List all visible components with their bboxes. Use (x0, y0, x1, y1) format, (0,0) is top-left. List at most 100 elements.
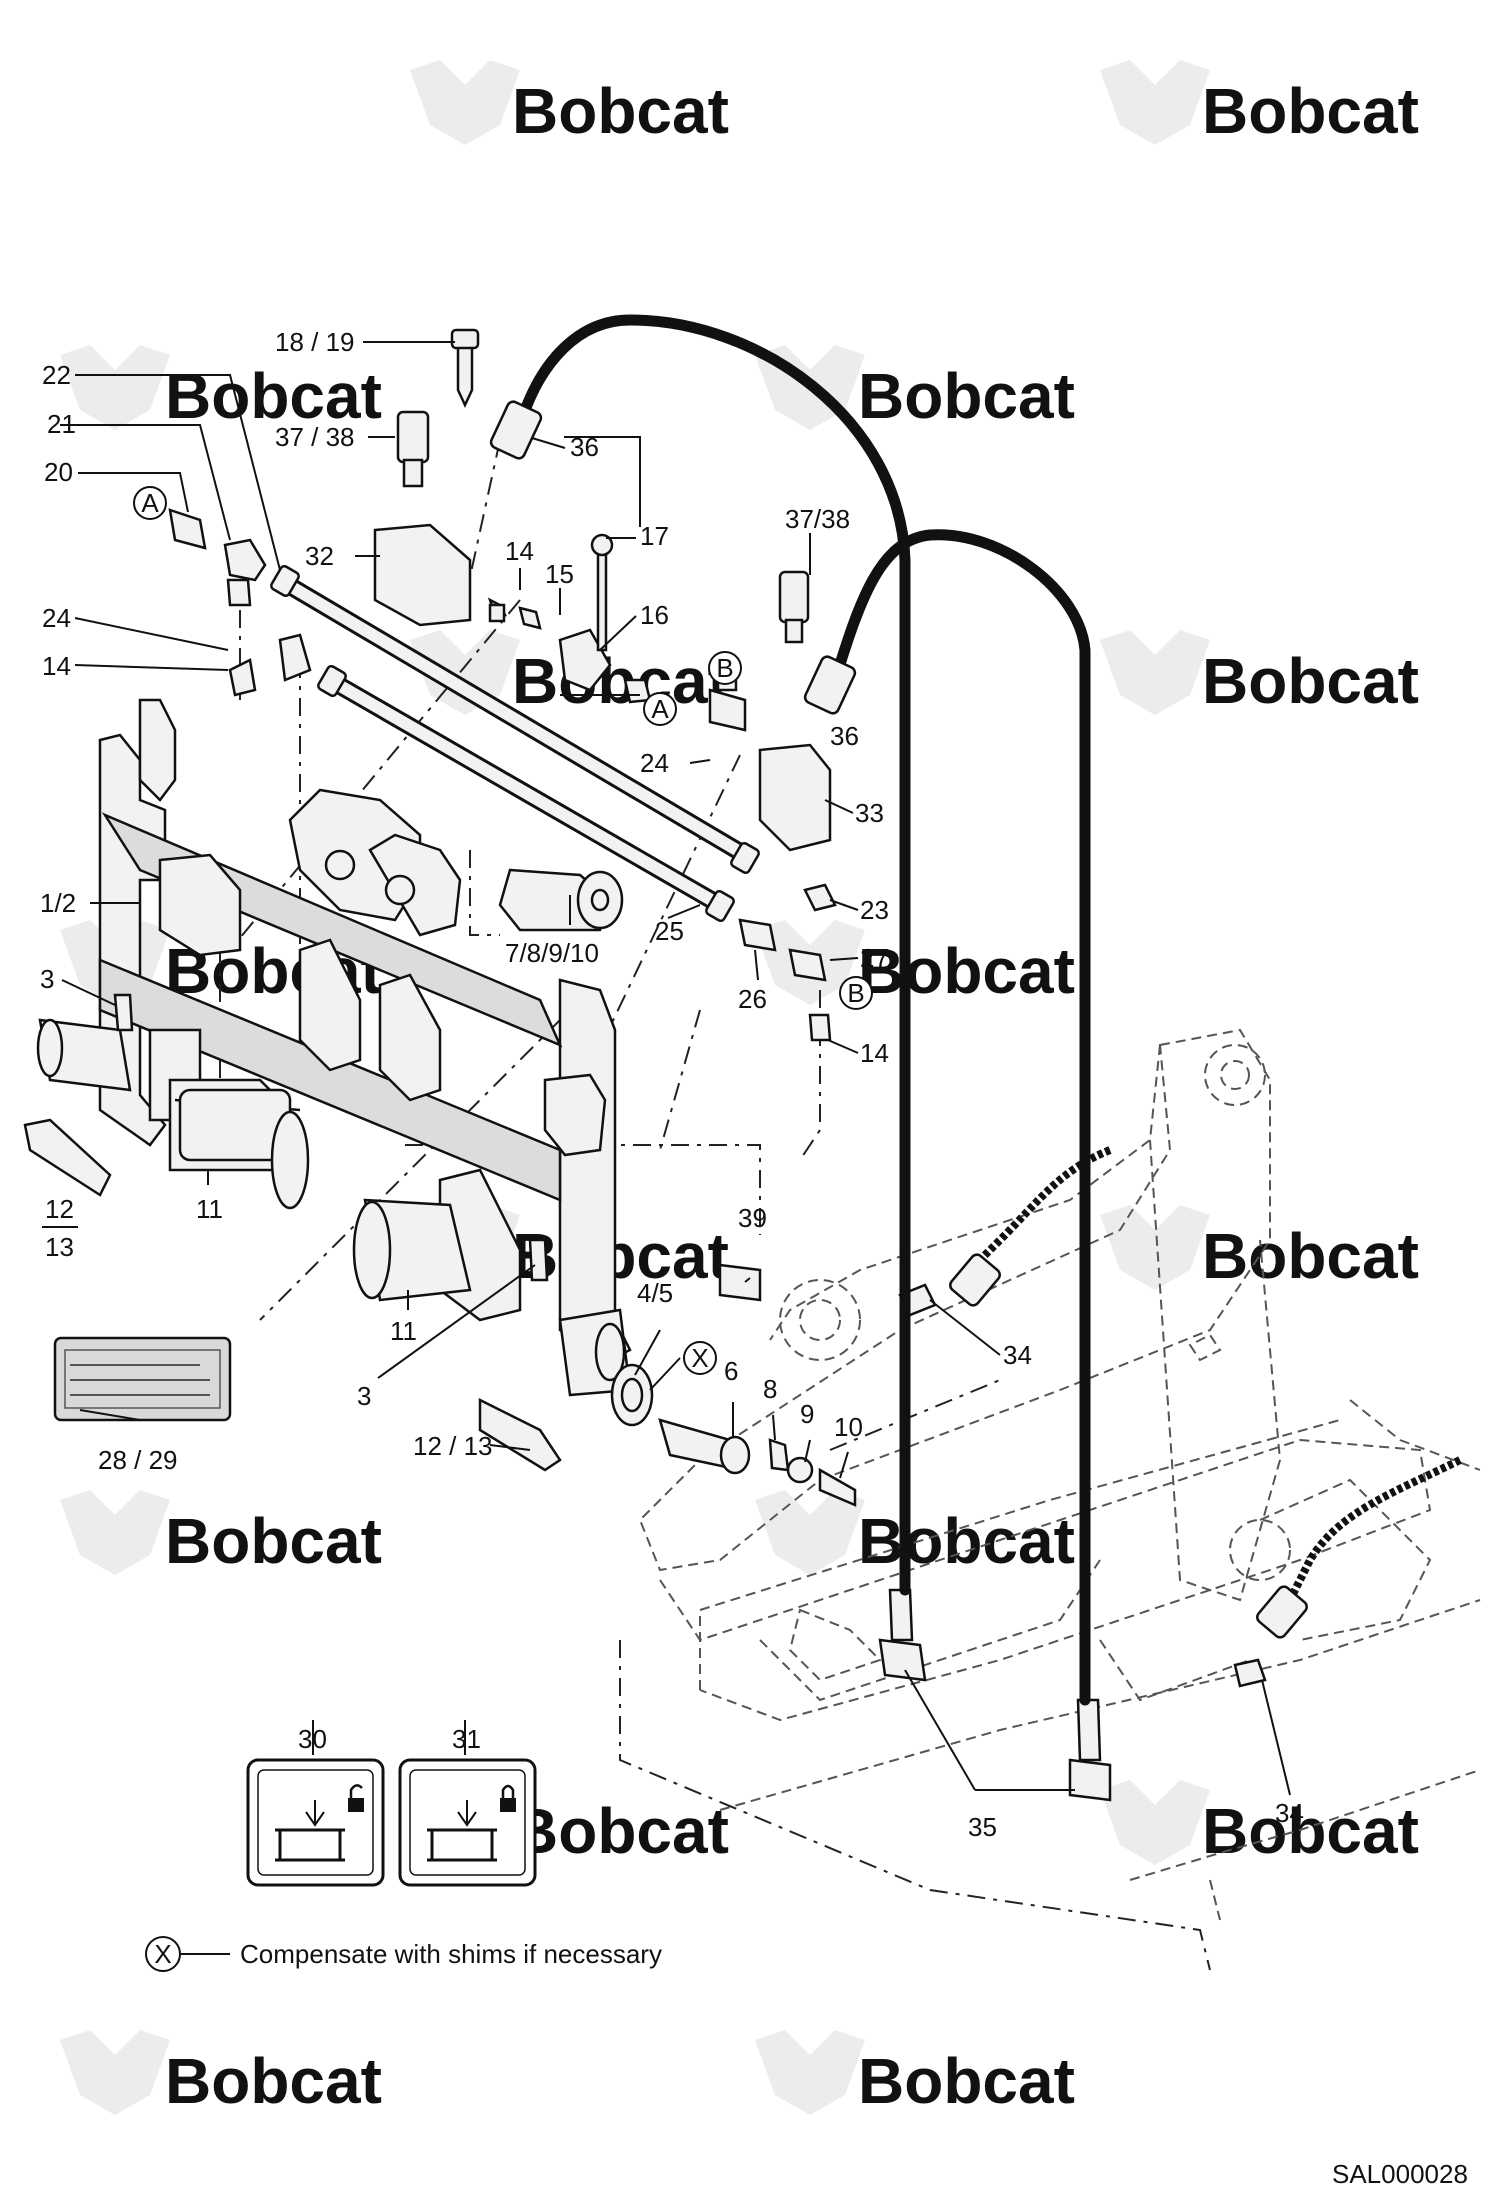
callout-17: 17 (640, 521, 669, 551)
sensor-37-38 (396, 410, 430, 464)
watermark-text: Bobcat (858, 360, 1075, 432)
marker-a-2: A (651, 694, 669, 724)
decals (53, 1336, 537, 1887)
callout-14b: 14 (42, 651, 71, 681)
callout-32: 32 (305, 541, 334, 571)
callout-12: 12 (45, 1194, 74, 1224)
watermark-text: Bobcat (858, 935, 1075, 1007)
fitting-26 (738, 918, 777, 952)
callout-20: 20 (44, 457, 73, 487)
watermark-text: Bobcat (1202, 1795, 1419, 1867)
bushing-39 (718, 1263, 762, 1302)
callout-26: 26 (738, 984, 767, 1014)
callout-1-2: 1/2 (40, 888, 76, 918)
callout-3b: 3 (357, 1381, 371, 1411)
marker-b-2: B (847, 978, 864, 1008)
note-marker-x: X (154, 1939, 171, 1969)
watermark-logo: Bobcat (60, 2030, 382, 2117)
bolt-12-13b (478, 1397, 562, 1472)
fitting-3a (113, 993, 134, 1032)
watermark-logo: Bobcat (755, 2030, 1075, 2117)
callout-21: 21 (47, 409, 76, 439)
bolt-10 (818, 1467, 857, 1507)
marker-a-1: A (141, 488, 159, 518)
watermark-logo: Bobcat (1100, 1205, 1419, 1292)
elbow-35a (878, 1638, 927, 1682)
callout-39: 39 (738, 1203, 767, 1233)
watermark-text: Bobcat (1202, 645, 1419, 717)
callout-3a: 3 (40, 964, 54, 994)
marker-b-1: B (716, 653, 733, 683)
callout-28-29: 28 / 29 (98, 1445, 178, 1475)
callout-16: 16 (640, 600, 669, 630)
callout-10: 10 (834, 1412, 863, 1442)
fitting-23 (803, 883, 837, 912)
elbow-35b (1068, 1758, 1112, 1802)
watermark-logo: Bobcat (1100, 60, 1419, 147)
callout-37-38b: 37/38 (785, 504, 850, 534)
watermark-text: Bobcat (512, 75, 729, 147)
watermark-logo: Bobcat (755, 345, 1075, 432)
watermark-text: Bobcat (512, 645, 729, 717)
callout-11a: 11 (196, 1194, 223, 1224)
hose-end-36b (803, 655, 857, 715)
callout-23: 23 (860, 895, 889, 925)
callout-18-19: 18 / 19 (275, 327, 355, 357)
callout-30: 30 (298, 1724, 327, 1754)
watermark-text: Bobcat (1202, 75, 1419, 147)
callout-8: 8 (763, 1374, 777, 1404)
tubes (270, 564, 760, 923)
watermark-text: Bobcat (165, 360, 382, 432)
bolt-18-19 (456, 338, 474, 408)
callout-36a: 36 (570, 432, 599, 462)
loader-arm-outline (638, 1028, 1481, 1921)
callout-34b: 34 (1275, 1798, 1304, 1828)
callout-12-13: 12 / 13 (413, 1431, 493, 1461)
callout-6: 6 (724, 1356, 738, 1386)
watermark-logo: Bobcat (410, 630, 729, 717)
fitting-27 (788, 948, 827, 982)
callout-14c: 14 (860, 1038, 889, 1068)
callout-14a: 14 (505, 536, 534, 566)
callout-31: 31 (452, 1724, 481, 1754)
fitting-3b (528, 1238, 549, 1282)
watermark-text: Bobcat (858, 2045, 1075, 2117)
fitting-34b (1233, 1658, 1267, 1688)
marker-x: X (691, 1343, 708, 1373)
valve-block-32 (373, 523, 472, 627)
circle-markers: A A B B X X (133, 486, 873, 1972)
callout-7-10: 7/8/9/10 (505, 938, 599, 968)
callout-9: 9 (800, 1399, 814, 1429)
watermark-logo: Bobcat (60, 1490, 382, 1577)
callout-13: 13 (45, 1232, 74, 1262)
callout-35: 35 (968, 1812, 997, 1842)
lock-icon (500, 1784, 516, 1812)
watermark-logo: Bobcat (410, 60, 729, 147)
watermark-text: Bobcat (858, 1505, 1075, 1577)
shim-note: Compensate with shims if necessary (240, 1939, 662, 1969)
watermark-text: Bobcat (165, 2045, 382, 2117)
callout-25: 25 (655, 916, 684, 946)
watermark-text: Bobcat (1202, 1220, 1419, 1292)
callout-37-38a: 37 / 38 (275, 422, 355, 452)
callout-34a: 34 (1003, 1340, 1032, 1370)
callout-4-5: 4/5 (637, 1278, 673, 1308)
washer-9 (786, 1456, 814, 1484)
watermark-text: Bobcat (165, 1505, 382, 1577)
unlock-icon (348, 1784, 364, 1812)
watermark-logo: Bobcat (60, 345, 382, 432)
hoses (489, 314, 1462, 1706)
watermark-logo: Bobcat (1100, 630, 1419, 717)
callout-36b: 36 (830, 721, 859, 751)
watermark-text: Bobcat (512, 1795, 729, 1867)
leader-lines (60, 341, 1291, 1955)
cylinders (36, 1018, 632, 1397)
callout-labels: 18 / 19 22 21 20 37 / 38 36 32 14 15 17 … (40, 327, 1304, 1842)
watermark-logo: Bobcat (755, 1490, 1075, 1577)
callout-24a: 24 (42, 603, 71, 633)
small-parts (23, 328, 1267, 1802)
spacer-8 (768, 1438, 790, 1472)
callout-33: 33 (855, 798, 884, 828)
callout-24b: 24 (640, 748, 669, 778)
